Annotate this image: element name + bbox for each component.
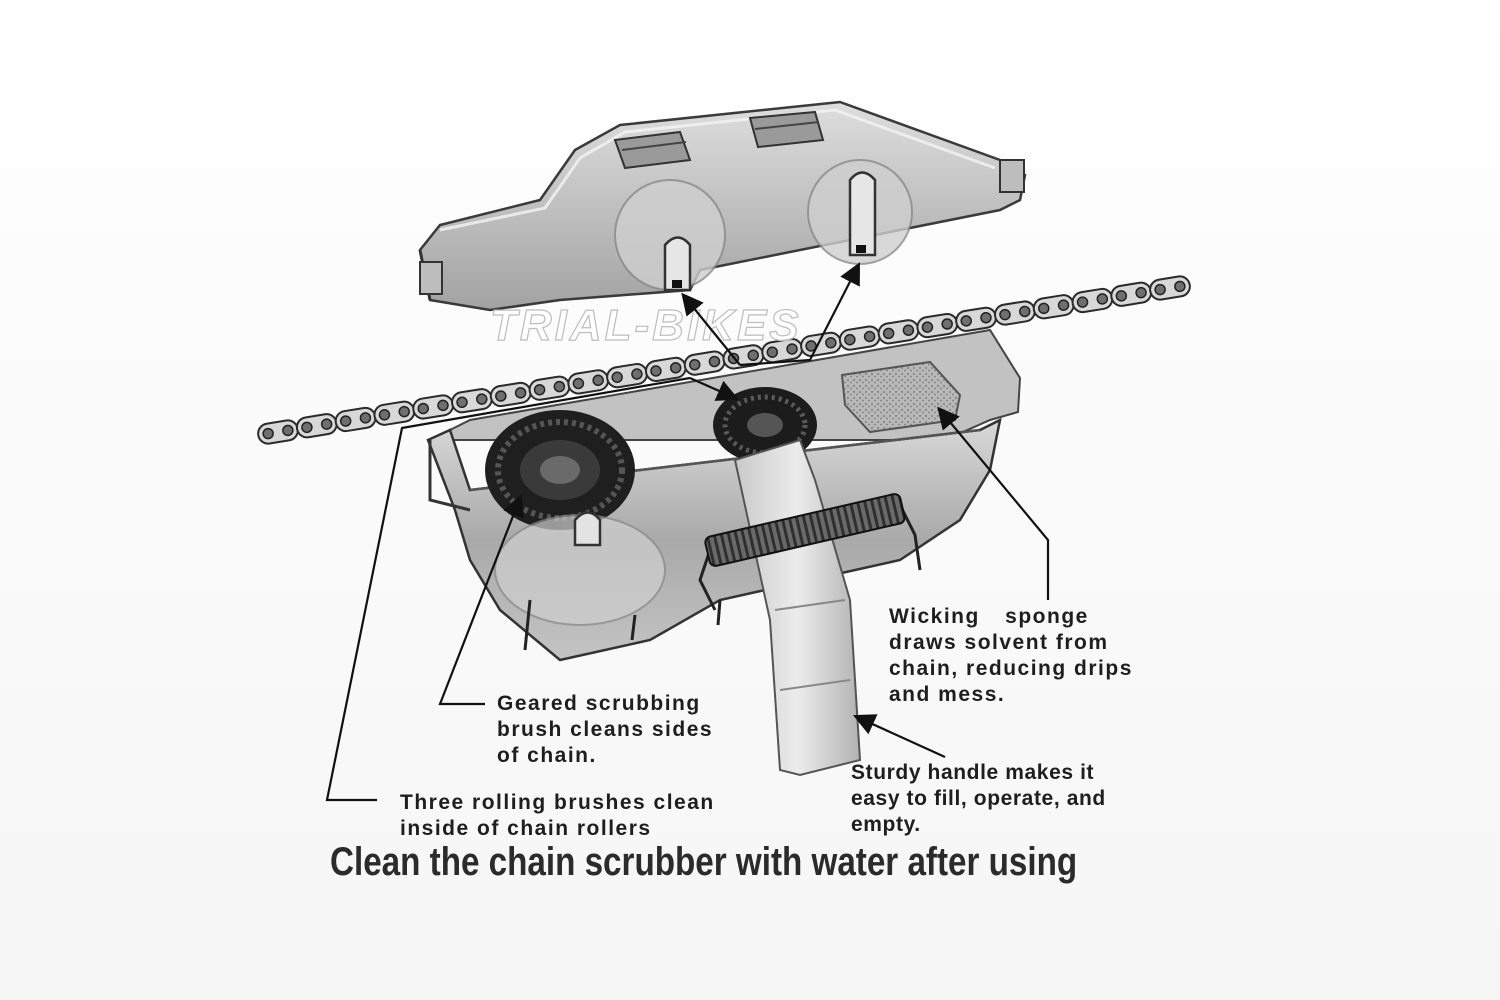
callout-wicking-sponge: Wicking sponge draws solvent from chain,… — [889, 604, 1133, 708]
chain-link — [295, 413, 338, 439]
callout-rolling-brushes: Three rolling brushes clean inside of ch… — [400, 790, 715, 842]
callout-line: chain, reducing drips — [889, 657, 1133, 680]
chain-link — [1149, 275, 1191, 301]
chain-link — [1110, 281, 1153, 307]
chain-link — [257, 419, 299, 445]
leader-lid-clip-left — [681, 292, 741, 366]
chain-link — [683, 350, 726, 376]
callout-line: Sturdy handle makes it — [851, 761, 1095, 784]
leader-geared-brush — [438, 493, 524, 706]
chain-link — [644, 356, 687, 382]
lid-clips — [663, 171, 877, 292]
chain-link — [373, 400, 416, 426]
callout-line: and mess. — [889, 683, 1006, 706]
callout-line: empty. — [851, 813, 921, 836]
chain-link — [1032, 294, 1075, 320]
callout-sturdy-handle: Sturdy handle makes it easy to fill, ope… — [851, 760, 1106, 838]
lid-grip-ribs — [613, 110, 825, 170]
chain-link — [334, 406, 377, 433]
chain-link — [993, 300, 1036, 326]
chain-link — [567, 369, 610, 395]
callout-lines — [325, 262, 1050, 802]
leader-lid-clip-right — [739, 262, 861, 367]
leader-rolling-brushes — [325, 376, 691, 802]
chain-link — [838, 325, 881, 351]
callout-line: draws solvent from — [889, 631, 1109, 654]
chain-link — [451, 388, 493, 414]
callout-line: brush cleans sides — [497, 718, 714, 741]
callout-line: inside of chain rollers — [400, 817, 652, 840]
tray-feet — [523, 599, 722, 651]
geared-scrubbing-brush — [485, 410, 635, 530]
callout-line: of chain. — [497, 744, 597, 767]
chain-link — [412, 394, 455, 420]
chain-link — [916, 312, 959, 339]
chain-link — [528, 375, 571, 401]
callout-geared-brush: Geared scrubbing brush cleans sides of c… — [497, 691, 713, 769]
callout-line: easy to fill, operate, and — [851, 787, 1106, 810]
chain-link — [800, 331, 842, 357]
chain-link — [489, 381, 532, 408]
chain-link — [1071, 287, 1114, 314]
scrubber-lid — [418, 100, 1027, 312]
footer-instruction: Clean the chain scrubber with water afte… — [330, 840, 1078, 884]
leader-middle-brush — [689, 376, 740, 401]
chain-link — [606, 363, 648, 389]
chain-link — [877, 319, 920, 345]
chain-link — [955, 306, 997, 332]
scrubber-body — [426, 328, 1022, 777]
leader-handle — [852, 714, 946, 759]
chain-link — [761, 338, 804, 364]
callout-line: Wicking sponge — [889, 605, 1089, 628]
bicycle-chain — [257, 275, 1191, 445]
callout-line: Geared scrubbing — [497, 692, 701, 715]
watermark-logo: TRIAL-BIKES — [490, 301, 802, 350]
leader-sponge — [937, 406, 1050, 600]
callout-line: Three rolling brushes clean — [400, 791, 715, 814]
handle-spring — [698, 493, 922, 611]
